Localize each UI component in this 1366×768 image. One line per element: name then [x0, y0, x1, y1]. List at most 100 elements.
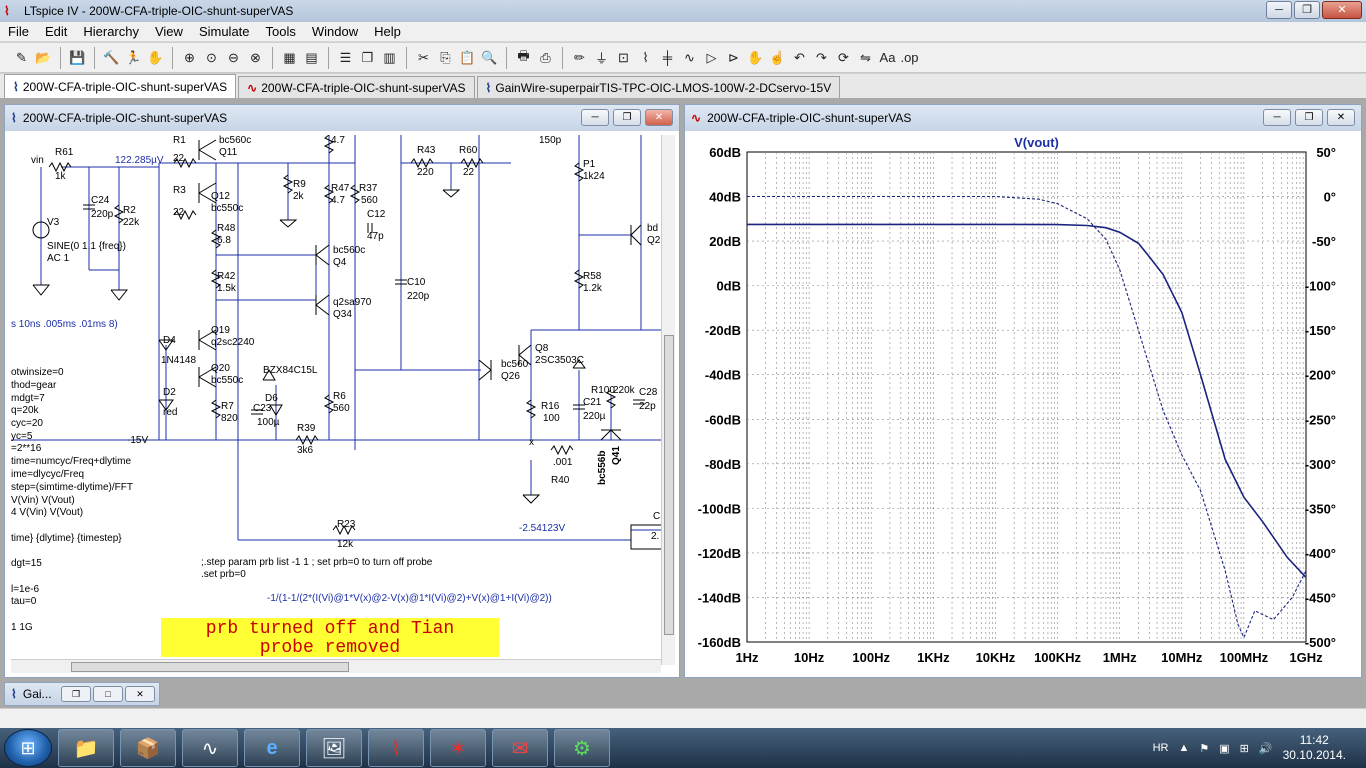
label-net-icon[interactable]: ⊡: [618, 49, 629, 65]
label-q11-model: bc560c: [219, 135, 252, 146]
language-indicator[interactable]: HR: [1152, 742, 1169, 754]
label-bzx84c15l: BZX84C15L: [263, 365, 318, 376]
ground-icon[interactable]: ⏚: [594, 51, 608, 66]
y-tick-label-right: 0°: [1324, 190, 1336, 205]
taskbar: ⊞ 📁 📦 ∿ e 🖼 ⌇ ✶ ✉ ⚙ HR ▲ ⚑ ▣ ⊞ 🔊 11:42 3…: [0, 728, 1366, 768]
ltspice-icon[interactable]: ⌇: [368, 729, 424, 767]
scroll-thumb[interactable]: [664, 335, 674, 635]
menu-help[interactable]: Help: [374, 24, 401, 39]
component-icon[interactable]: ⊳: [728, 49, 739, 65]
installer-icon[interactable]: 📦: [120, 729, 176, 767]
zoom-fit-icon[interactable]: ⊗: [250, 49, 261, 65]
close-button[interactable]: ✕: [1322, 1, 1362, 19]
child-minimize-button[interactable]: ─: [581, 109, 609, 126]
wire-icon[interactable]: ✏: [574, 49, 585, 65]
tile-vertical-icon[interactable]: ▥: [383, 49, 396, 65]
open-folder-icon[interactable]: 📂: [35, 49, 52, 65]
pan-icon[interactable]: ⊙: [206, 49, 217, 65]
zoom-out-icon[interactable]: ⊖: [228, 49, 239, 65]
menu-edit[interactable]: Edit: [44, 24, 68, 39]
windows-start-icon[interactable]: ⊞: [4, 729, 52, 767]
menu-hierarchy[interactable]: Hierarchy: [83, 24, 139, 39]
label-q11: Q11: [219, 147, 238, 158]
mirror-icon[interactable]: ⇋: [860, 49, 871, 65]
undo-icon[interactable]: ↶: [794, 49, 805, 65]
tab-gainwire[interactable]: ⌇ GainWire-superpairTIS-TPC-OIC-LMOS-100…: [476, 76, 841, 98]
run-icon[interactable]: 🏃: [125, 49, 142, 65]
menu-file[interactable]: File: [8, 24, 29, 39]
tray-expand-icon[interactable]: ▲: [1178, 742, 1190, 754]
print-icon[interactable]: ⎙: [540, 49, 551, 65]
child-minimize-button[interactable]: ─: [1263, 109, 1291, 126]
drag-icon[interactable]: ☝: [769, 49, 786, 65]
image-viewer-icon[interactable]: 🖼: [306, 729, 362, 767]
schematic-vertical-scrollbar[interactable]: [661, 135, 675, 665]
tile-horizontal-icon[interactable]: ☰: [339, 49, 352, 65]
gear-app-icon[interactable]: ⚙: [554, 729, 610, 767]
menu-window[interactable]: Window: [311, 24, 359, 39]
spice-directive-icon[interactable]: .op: [900, 50, 919, 65]
child-close-button[interactable]: ✕: [1327, 109, 1355, 126]
oscilloscope-icon[interactable]: ∿: [182, 729, 238, 767]
flag-icon[interactable]: ⚑: [1199, 742, 1210, 755]
copy-icon[interactable]: ⎘: [440, 49, 451, 65]
maximize-button[interactable]: ❐: [1294, 1, 1320, 19]
menu-simulate[interactable]: Simulate: [198, 24, 250, 39]
option-line: 4 V(Vin) V(Vout): [11, 507, 84, 518]
child-restore-button[interactable]: ❐: [613, 109, 641, 126]
child-restore-button[interactable]: ❐: [1295, 109, 1323, 126]
clock[interactable]: 11:42 30.10.2014.: [1283, 733, 1346, 763]
capacitor-icon[interactable]: ╪: [662, 50, 673, 65]
schematic-horizontal-scrollbar[interactable]: [11, 659, 661, 673]
menu-view[interactable]: View: [154, 24, 183, 39]
fft-icon[interactable]: ▤: [305, 49, 318, 65]
zoom-in-icon[interactable]: ⊕: [184, 49, 195, 65]
paint-splat-icon[interactable]: ✶: [430, 729, 486, 767]
text-icon[interactable]: Aa: [879, 50, 896, 65]
set-directive[interactable]: .set prb=0: [201, 569, 246, 580]
diode-icon[interactable]: ▷: [706, 49, 717, 65]
status-bar: [0, 708, 1366, 728]
minimize-button[interactable]: ─: [1266, 1, 1292, 19]
internet-explorer-icon[interactable]: e: [244, 729, 300, 767]
new-schematic-icon[interactable]: ✎: [16, 49, 27, 65]
comment-note[interactable]: prb turned off and Tian probe removed: [161, 618, 499, 657]
close-button[interactable]: ✕: [125, 686, 155, 702]
rotate-icon[interactable]: ⟳: [838, 49, 849, 65]
minimized-window[interactable]: ⌇ Gai... ❐ □ ✕: [4, 682, 160, 706]
label-q19: Q19: [211, 325, 230, 336]
menu-tools[interactable]: Tools: [265, 24, 296, 39]
control-panel-icon[interactable]: 🔨: [103, 49, 120, 65]
halt-icon[interactable]: ✋: [147, 49, 164, 65]
schematic-canvas[interactable]: R61 vin 1k 122.285µV R1 22 bc560c Q11 4.…: [11, 135, 663, 657]
toolbar-separator: [328, 46, 329, 69]
print-setup-icon[interactable]: 🖶: [517, 47, 530, 63]
tian-formula[interactable]: -1/(1-1/(2*(I(Vi)@1*V(x)@2-V(x)@1*I(Vi)@…: [267, 593, 552, 604]
explorer-icon[interactable]: 📁: [58, 729, 114, 767]
find-icon[interactable]: 🔍: [481, 49, 498, 65]
tab-schematic-main[interactable]: ⌇ 200W-CFA-triple-OIC-shunt-superVAS: [4, 74, 237, 98]
option-line: ime=dlycyc/Freq: [11, 469, 85, 480]
maximize-button[interactable]: □: [93, 686, 123, 702]
tran-directive[interactable]: s 10ns .005ms .01ms 8): [11, 319, 118, 330]
move-icon[interactable]: ✋: [747, 49, 764, 65]
device-icon[interactable]: ▣: [1219, 742, 1230, 755]
step-directive[interactable]: ;.step param prb list -1 1 ; set prb=0 t…: [201, 557, 433, 568]
restore-button[interactable]: ❐: [61, 686, 91, 702]
paste-icon[interactable]: 📋: [459, 49, 476, 65]
autorange-icon[interactable]: ▦: [283, 49, 296, 65]
label-v3: V3: [47, 217, 60, 228]
tab-waveform[interactable]: ∿ 200W-CFA-triple-OIC-shunt-superVAS: [238, 76, 475, 98]
pdf-icon[interactable]: ✉: [492, 729, 548, 767]
save-icon[interactable]: 💾: [69, 49, 86, 65]
redo-icon[interactable]: ↷: [816, 49, 827, 65]
scroll-thumb[interactable]: [71, 662, 349, 672]
resistor-icon[interactable]: ⌇: [642, 49, 649, 65]
inductor-icon[interactable]: ∿: [684, 49, 695, 65]
volume-icon[interactable]: 🔊: [1258, 742, 1273, 755]
cut-icon[interactable]: ✂: [418, 49, 429, 65]
network-icon[interactable]: ⊞: [1239, 742, 1249, 755]
cascade-icon[interactable]: ❐: [361, 49, 374, 65]
child-close-button[interactable]: ✕: [645, 109, 673, 126]
